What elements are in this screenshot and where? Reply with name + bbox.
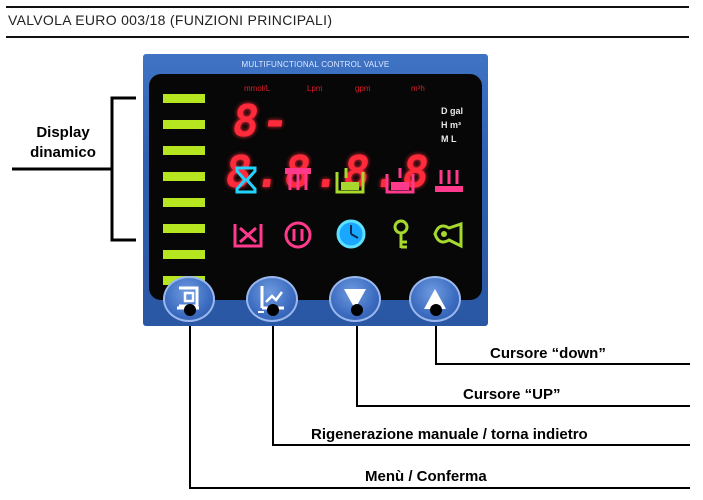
menu-confirm-label: Menù / Conferma — [365, 468, 487, 485]
page-title: VALVOLA EURO 003/18 (FUNZIONI PRINCIPALI… — [8, 12, 333, 28]
rinse-icon — [385, 168, 415, 194]
backwash-icon — [285, 168, 311, 190]
menu-confirm-button[interactable] — [163, 276, 215, 322]
cursor-down-button[interactable] — [409, 276, 461, 322]
level-bar — [163, 172, 205, 181]
icon-row-1 — [235, 166, 463, 194]
level-bar — [163, 94, 205, 103]
brine-icon — [335, 168, 365, 194]
cursor-up-label: Cursore “UP” — [463, 386, 561, 403]
level-bar — [163, 224, 205, 233]
lcd-screen: mmol/L Lpm gpm m³h 8-8.8.8.8 D gal H m³ … — [149, 74, 482, 300]
icon-row-2 — [233, 219, 463, 249]
refill-icon — [435, 170, 463, 192]
display-dinamico-label: Display dinamico — [30, 124, 96, 161]
unit-m-l: M L — [441, 134, 457, 144]
level-bar — [163, 250, 205, 259]
hourglass-icon — [235, 166, 257, 194]
leader-up — [356, 310, 690, 407]
panel-caption: MULTIFUNCTIONAL CONTROL VALVE — [241, 60, 390, 69]
no-brine-icon — [233, 224, 263, 248]
triangle-down-icon — [344, 289, 366, 309]
key-icon — [393, 219, 409, 249]
cursor-up-button[interactable] — [329, 276, 381, 322]
menu-icon — [177, 286, 199, 310]
clock-icon — [336, 219, 366, 249]
cursor-down-label: Cursore “down” — [490, 345, 606, 362]
unit-h-m3: H m³ — [441, 120, 461, 130]
unit-gpm: gpm — [355, 84, 371, 93]
display-bracket — [110, 96, 136, 242]
leader-regen — [272, 310, 690, 446]
control-panel: MULTIFUNCTIONAL CONTROL VALVE mmol/L Lpm… — [143, 54, 488, 326]
horn-icon — [433, 221, 463, 249]
leader-down — [435, 310, 690, 365]
regen-icon — [258, 286, 284, 313]
triangle-up-icon — [424, 289, 446, 309]
regen-label: Rigenerazione manuale / torna indietro — [311, 426, 588, 443]
regen-back-button[interactable] — [246, 276, 298, 322]
unit-d-gal: D gal — [441, 106, 464, 116]
unit-mmol: mmol/L — [244, 84, 271, 93]
leader-menu — [189, 310, 690, 489]
unit-lpm: Lpm — [307, 84, 323, 93]
level-bar — [163, 146, 205, 155]
top-rule — [6, 6, 689, 8]
title-rule — [6, 36, 689, 38]
level-bar — [163, 120, 205, 129]
level-bar — [163, 198, 205, 207]
unit-m3h: m³h — [411, 84, 425, 93]
pause-icon — [284, 221, 312, 249]
